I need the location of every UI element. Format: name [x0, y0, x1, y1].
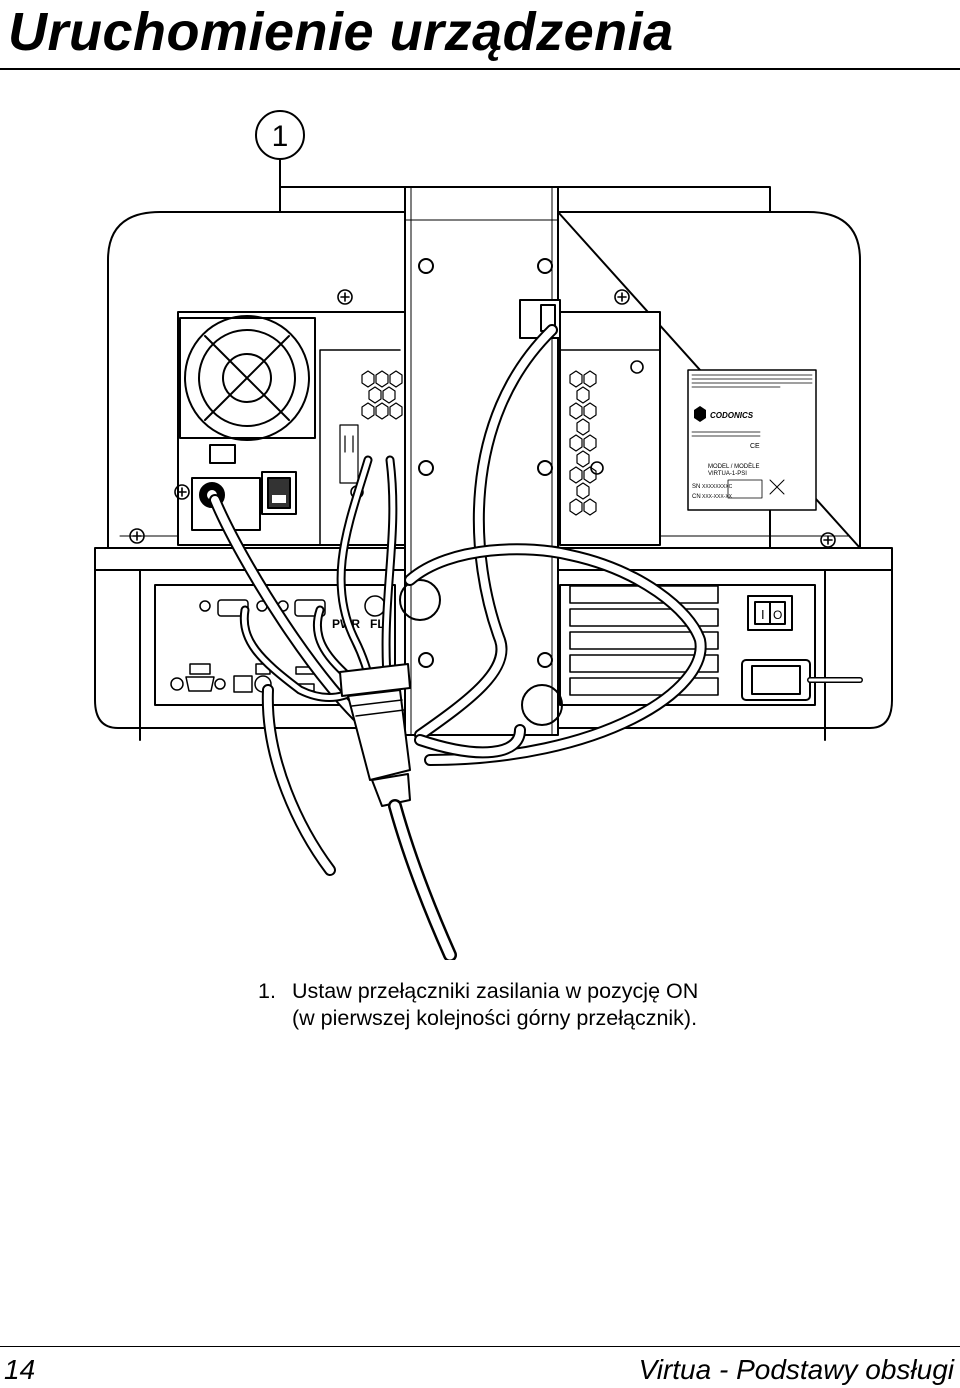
svg-text:SN: SN [692, 484, 700, 490]
instruction-line-2: (w pierwszej kolejności górny przełączni… [292, 1006, 698, 1030]
power-plug-lower [741, 659, 863, 701]
running-footer-title: Virtua - Podstawy obsługi [638, 1354, 954, 1385]
footer-rule [0, 1346, 960, 1347]
expansion-slots [569, 585, 719, 696]
svg-text:VIRTUA-1-PSI: VIRTUA-1-PSI [708, 471, 747, 477]
dip-switch[interactable] [339, 424, 359, 484]
power-switch-lower[interactable]: I O [747, 595, 793, 631]
ce-mark: CE [750, 443, 760, 450]
svg-text:MODEL / MODÈLE: MODEL / MODÈLE [708, 463, 759, 470]
identification-label: CODONICS CE MODEL / MODÈLE VIRTUA-1-PSI … [687, 369, 817, 511]
svg-text:CN: CN [692, 494, 701, 500]
rear-panel-right [559, 311, 661, 546]
instruction-step-1: 1. Ustaw przełączniki zasilania w pozycj… [258, 978, 878, 1032]
device-rear-diagram: 1 [94, 110, 893, 960]
svg-text:1: 1 [272, 120, 289, 153]
svg-text:XXX-XXX-XX: XXX-XXX-XX [702, 494, 733, 500]
brand-logo: CODONICS [710, 411, 754, 420]
vent-grille-left [361, 370, 403, 420]
vent-grille-right [569, 370, 597, 516]
svg-text:XXXXXXXXC: XXXXXXXXC [702, 484, 733, 490]
fan-icon [179, 315, 316, 441]
cable-splitter [339, 663, 457, 960]
svg-text:O: O [773, 608, 782, 622]
svg-text:I: I [761, 607, 765, 622]
title-rule [0, 68, 960, 70]
page-title: Uruchomienie urządzenia [8, 2, 674, 62]
svg-text:FL: FL [370, 617, 385, 631]
step-number: 1. [258, 979, 276, 1003]
page-number: 14 [4, 1354, 36, 1385]
upper-housing [107, 211, 861, 549]
power-switch-upper[interactable] [261, 471, 297, 515]
instruction-line-1: Ustaw przełączniki zasilania w pozycję O… [292, 979, 699, 1003]
